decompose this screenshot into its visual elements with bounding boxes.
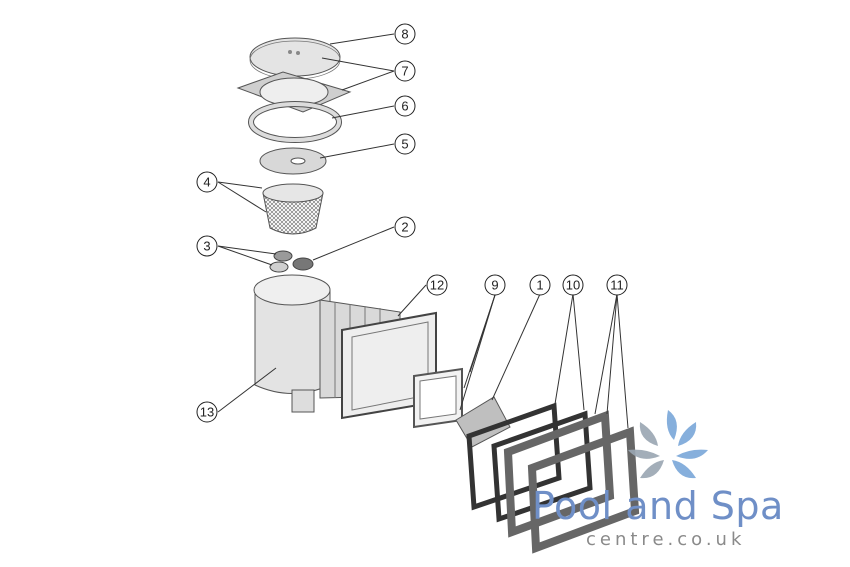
skimmer-lid <box>249 37 341 80</box>
callout-3-label: 3 <box>203 239 210 254</box>
callout-4-label: 4 <box>203 175 210 190</box>
callout-13: 13 <box>196 401 218 423</box>
callout-2: 2 <box>394 216 416 238</box>
insert-frame <box>413 367 463 429</box>
callout-12: 12 <box>426 274 448 296</box>
callout-5-label: 5 <box>401 137 408 152</box>
callout-7: 7 <box>394 60 416 82</box>
gaskets <box>466 402 593 523</box>
callout-6-label: 6 <box>401 99 408 114</box>
callout-5: 5 <box>394 133 416 155</box>
callout-9: 9 <box>484 274 506 296</box>
logo-swirl-icon <box>628 410 708 479</box>
callout-8: 8 <box>394 23 416 45</box>
callout-3: 3 <box>196 235 218 257</box>
callout-13-label: 13 <box>200 405 214 420</box>
callout-11: 11 <box>606 274 628 296</box>
callout-1: 1 <box>529 274 551 296</box>
callout-6: 6 <box>394 95 416 117</box>
skimmer-plugs <box>269 250 314 273</box>
callout-9-label: 9 <box>491 278 498 293</box>
skimmer-ring <box>248 101 342 143</box>
skimmer-mouth <box>341 311 437 420</box>
callout-12-label: 12 <box>430 278 444 293</box>
skimmer-basket <box>262 183 324 235</box>
leader-lines <box>217 33 629 429</box>
callout-7-label: 7 <box>401 64 408 79</box>
callout-10: 10 <box>562 274 584 296</box>
logo-subtitle: centre.co.uk <box>586 529 746 550</box>
callout-2-label: 2 <box>401 220 408 235</box>
face-plates <box>503 410 640 554</box>
callout-4: 4 <box>196 171 218 193</box>
logo-title: Pool and Spa <box>532 484 784 528</box>
callout-8-label: 8 <box>401 27 408 42</box>
weir-plate <box>259 147 327 175</box>
callout-11-label: 11 <box>610 278 624 293</box>
callout-1-label: 1 <box>536 278 543 293</box>
callout-10-label: 10 <box>566 278 580 293</box>
